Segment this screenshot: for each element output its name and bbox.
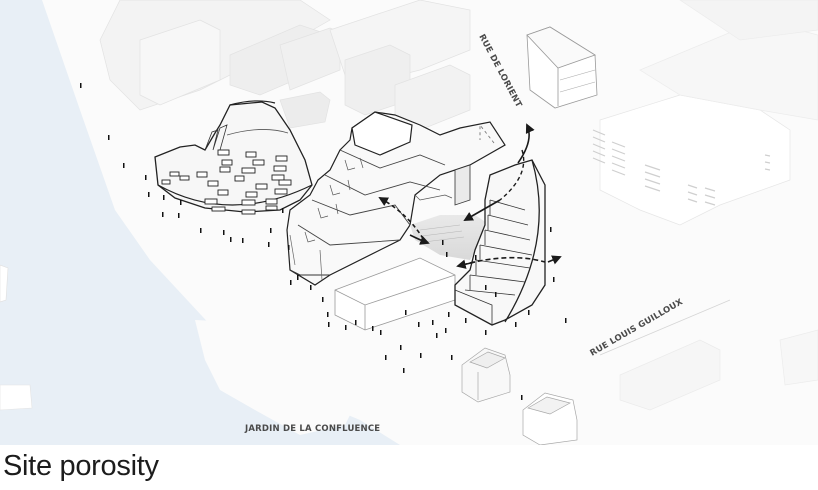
courtyard-passage [410,215,490,260]
street-label-rue-de-lorient: RUE DE LORIENT [476,33,523,110]
axonometric-drawing: RUE DE LORIENT RUE LOUIS GUILLOUX JARDIN… [0,0,818,445]
dome-building [154,100,313,215]
street-label-rue-louis-guilloux: RUE LOUIS GUILLOUX [589,297,686,359]
context-buildings [99,0,818,411]
low-plinth [334,257,456,331]
heritage-houses [461,347,578,445]
porosity-arrows [378,123,562,269]
curved-stair-building [454,159,546,326]
site-porosity-diagram: RUE DE LORIENT RUE LOUIS GUILLOUX JARDIN… [0,0,818,445]
park-label-jardin-de-la-confluence: JARDIN DE LA CONFLUENCE [244,424,380,434]
river [0,0,400,445]
figure-caption: Site porosity [3,450,159,482]
stepped-block [286,111,506,286]
pedestrians [80,83,567,400]
